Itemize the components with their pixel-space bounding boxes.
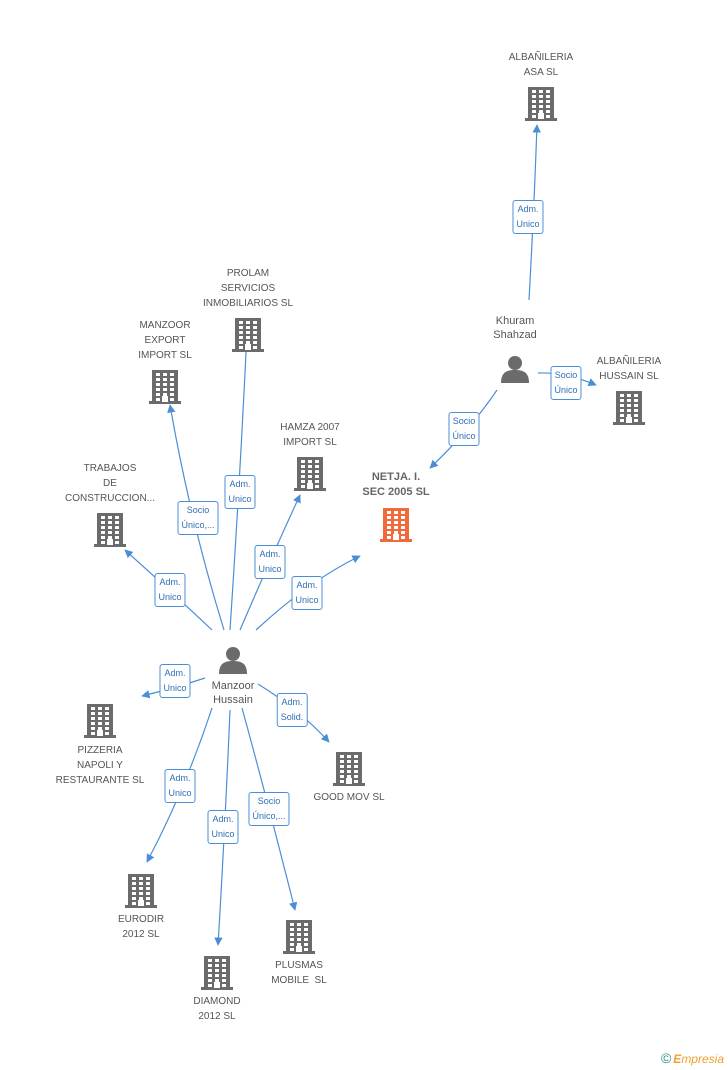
node-label-prolam[interactable]: PROLAM SERVICIOS INMOBILIARIOS SL: [202, 268, 294, 309]
building-icon-diamond[interactable]: [201, 956, 233, 995]
node-label-manzoor-export[interactable]: MANZOOR EXPORT IMPORT SL: [138, 320, 192, 361]
building-icon-good-mov[interactable]: [333, 752, 365, 791]
building-icon-albanileria-asa[interactable]: [525, 87, 557, 126]
building-icon-manzoor-export[interactable]: [149, 370, 181, 409]
edge-label-mh-hamza[interactable]: Adm. Unico: [254, 545, 286, 579]
edge-label-mh-good-mov[interactable]: Adm. Solid.: [276, 693, 308, 727]
edge-label-khuram-hussain[interactable]: Socio Único: [550, 366, 582, 400]
building-icon-eurodir[interactable]: [125, 874, 157, 913]
edge-label-mh-pizzeria[interactable]: Adm. Unico: [159, 664, 191, 698]
edge-label-khuram-netja[interactable]: Socio Único: [448, 412, 480, 446]
node-label-plusmas[interactable]: PLUSMAS MOBILE SL: [271, 960, 327, 986]
edge-label-mh-prolam[interactable]: Adm. Unico: [224, 475, 256, 509]
node-label-eurodir[interactable]: EURODIR 2012 SL: [117, 914, 165, 940]
node-label-hamza[interactable]: HAMZA 2007 IMPORT SL: [280, 422, 340, 448]
node-label-diamond[interactable]: DIAMOND 2012 SL: [193, 996, 241, 1022]
person-icon-khuram[interactable]: [500, 355, 530, 388]
node-label-trabajos[interactable]: TRABAJOS DE CONSTRUCCION...: [65, 463, 155, 504]
building-icon-hamza[interactable]: [294, 457, 326, 496]
edge-label-mh-plusmas[interactable]: Socio Único,...: [248, 792, 290, 826]
edge-label-mh-manzoor-export[interactable]: Socio Único,...: [177, 501, 219, 535]
edge-label-khuram-asa[interactable]: Adm. Unico: [512, 200, 544, 234]
edge-label-mh-netja[interactable]: Adm. Unico: [291, 576, 323, 610]
building-icon-plusmas[interactable]: [283, 920, 315, 959]
node-label-khuram[interactable]: Khuram Shahzad: [493, 315, 537, 341]
building-icon-albanileria-hussain[interactable]: [613, 391, 645, 430]
watermark-brand-initial: E: [673, 1052, 682, 1066]
node-label-good-mov[interactable]: GOOD MOV SL: [313, 792, 385, 803]
node-label-albanileria-hussain[interactable]: ALBAÑILERIA HUSSAIN SL: [596, 356, 662, 382]
empresia-watermark: ©Empresia: [661, 1050, 724, 1066]
person-icon-manzoor-hussain[interactable]: [218, 646, 248, 679]
building-icon-netja[interactable]: [380, 508, 412, 547]
building-icon-prolam[interactable]: [232, 318, 264, 357]
edge-label-mh-trabajos[interactable]: Adm. Unico: [154, 573, 186, 607]
node-label-pizzeria[interactable]: PIZZERIA NAPOLI Y RESTAURANTE SL: [55, 745, 145, 786]
node-label-manzoor-hussain[interactable]: Manzoor Hussain: [211, 680, 255, 706]
node-label-netja[interactable]: NETJA. I. SEC 2005 SL: [362, 471, 430, 498]
node-label-albanileria-asa[interactable]: ALBAÑILERIA ASA SL: [508, 52, 574, 78]
edge-label-mh-eurodir[interactable]: Adm. Unico: [164, 769, 196, 803]
copyright-icon: ©: [660, 1050, 672, 1066]
edge-label-mh-diamond[interactable]: Adm. Unico: [207, 810, 239, 844]
building-icon-trabajos[interactable]: [94, 513, 126, 552]
watermark-brand-rest: mpresia: [681, 1052, 724, 1066]
building-icon-pizzeria[interactable]: [84, 704, 116, 743]
